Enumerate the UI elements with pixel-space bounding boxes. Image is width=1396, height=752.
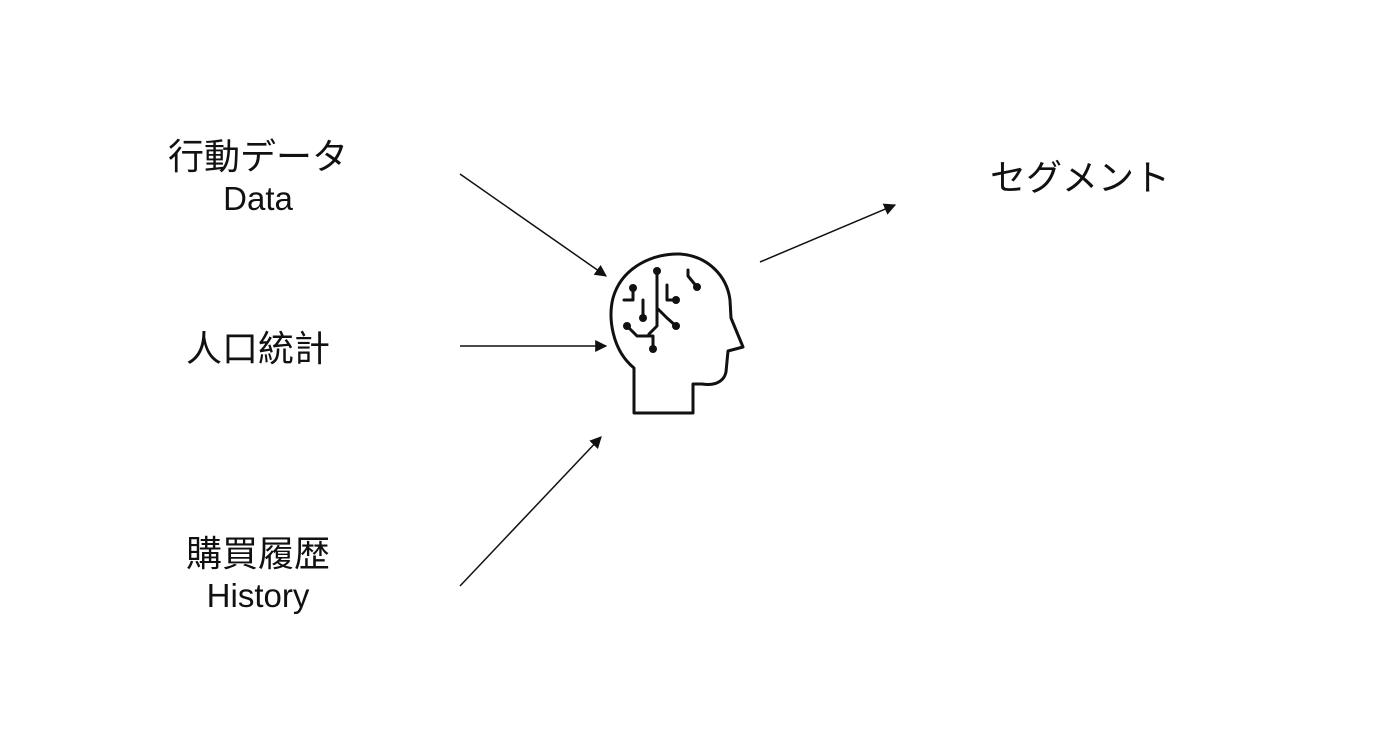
input-purchase-label-en: History (206, 577, 310, 615)
input-behavior-data-label: 行動データ Data (140, 136, 376, 219)
arrow-behavior-to-brain (459, 173, 607, 277)
output-segment-label-jp: セグメント (989, 158, 1170, 199)
input-demographics-label-jp: 人口統計 (185, 329, 330, 370)
output-segment-label: セグメント (960, 157, 1200, 200)
arrow-purchase-to-brain (459, 436, 602, 587)
input-demographics-label: 人口統計 (140, 328, 376, 371)
input-behavior-label-jp: 行動データ (167, 137, 348, 178)
input-purchase-label-jp: 購買履歴 (185, 534, 330, 575)
ai-brain-head-icon (609, 252, 745, 415)
input-behavior-label-en: Data (223, 180, 293, 218)
circuit-nodes (623, 267, 701, 353)
input-purchase-history-label: 購買履歴 History (140, 533, 376, 616)
arrow-brain-to-segment (759, 203, 897, 263)
